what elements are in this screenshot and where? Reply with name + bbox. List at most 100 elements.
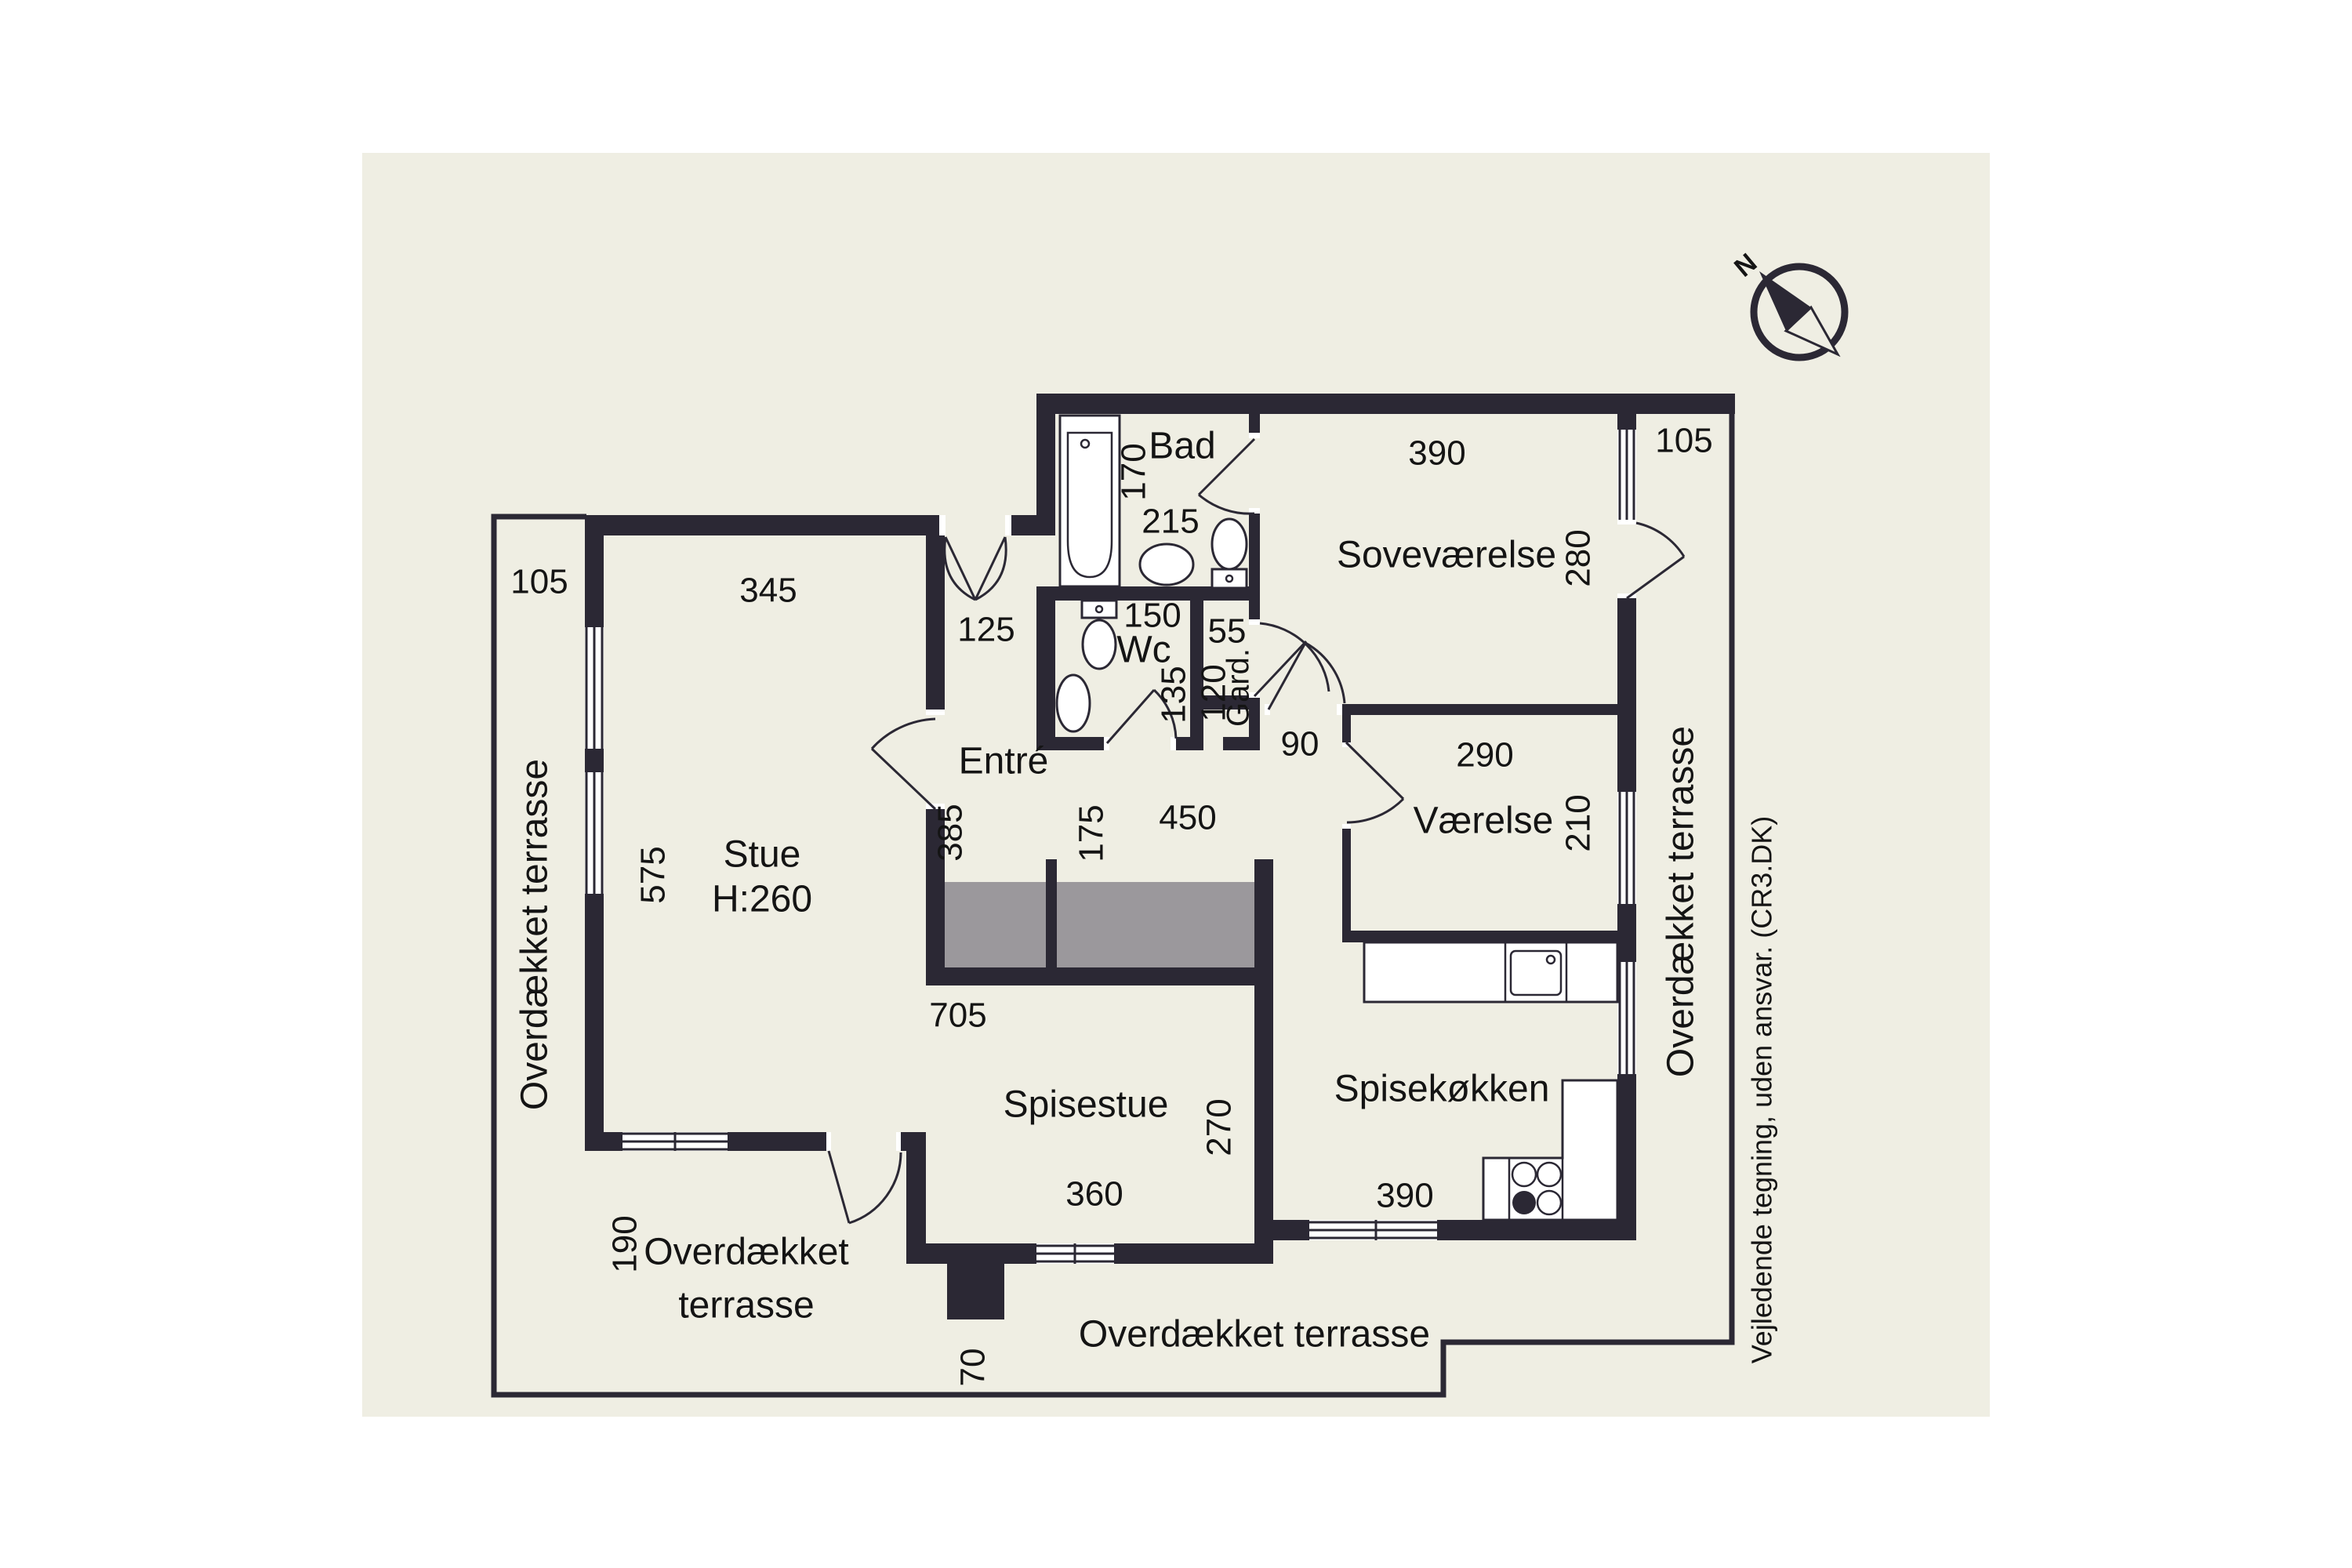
window [1617,962,1636,1074]
door-vaerelse [1345,741,1405,824]
door-sovevaerelse-terrace [1626,521,1686,600]
room-stue: Stue [724,834,801,876]
dim-280-sovevaerelse: 280 [1559,529,1598,586]
wall [906,1132,926,1264]
cabinet-divider-stub [1046,859,1057,967]
room-entre: Entré [959,741,1049,782]
double-door-entre-terrace [943,536,1007,601]
door-opening [1617,521,1636,598]
wc-toilet [1080,599,1118,670]
wall [1342,829,1351,942]
dim-70-chimney: 70 [954,1348,993,1387]
door-gard [1253,622,1330,698]
door-stue-terrace [827,1150,902,1225]
dim-215-bad: 215 [1142,503,1199,541]
door-wc [1105,688,1178,744]
dim-210-vaerelse: 210 [1559,794,1598,851]
room-sovevaerelse: Soveværelse [1337,535,1556,576]
terrace-southwest-line2: terrasse [678,1285,814,1327]
compass-icon [1750,263,1849,361]
wall [926,809,945,967]
dim-135-wc: 135 [1155,666,1193,723]
terrace-east: Overdækket terrasse [1661,726,1702,1077]
dim-105-terrace-left: 105 [510,563,568,601]
wall [1223,737,1249,750]
dim-55-gard: 55 [1208,612,1247,651]
room-gard: Gard. [1221,648,1256,727]
stue-ceiling-height: H:260 [712,879,812,920]
wall [1036,586,1055,750]
window [1617,430,1636,520]
dim-170-bad: 170 [1115,443,1153,500]
wall [1036,394,1055,535]
wall [1342,704,1617,715]
window [585,627,604,749]
wall [926,515,945,715]
room-bad: Bad [1149,426,1215,467]
dim-175-hall: 175 [1073,804,1111,862]
wall [585,515,939,535]
wc-sink [1055,673,1091,733]
dim-705-spisestue: 705 [929,996,986,1035]
wall [1342,931,1617,942]
kitchen-sink [1509,949,1563,996]
wall [1036,737,1104,750]
dim-360-spisestue: 360 [1065,1175,1123,1214]
wall [926,967,1273,985]
wall [1249,698,1260,750]
kitchen-corner-counter [1482,1079,1619,1221]
drawing-paper [362,153,1990,1417]
room-spisestue: Spisestue [1004,1084,1169,1126]
windows-layer [585,430,1636,1264]
wall [1011,515,1055,535]
room-vaerelse: Værelse [1414,800,1554,842]
terrace-boundary-line [491,405,1735,1398]
dim-450-hall: 450 [1159,799,1216,837]
dim-290-vaerelse: 290 [1456,736,1513,775]
kitchen-counter [1363,941,1619,1004]
dim-190-terrace: 190 [606,1215,644,1272]
wall [1176,737,1190,750]
disclaimer: Vejledende tegning, uden ansvar. (CR3.DK… [1746,816,1778,1363]
dim-390-sovevaerelse: 390 [1408,434,1465,473]
room-wc: Wc [1116,630,1171,671]
dim-105-terrace-right: 105 [1655,422,1712,460]
bad-toilet [1210,517,1248,590]
wall [1254,859,1273,1264]
wall [1249,414,1260,433]
stove [1508,1156,1564,1221]
window [1036,1243,1114,1264]
room-spisekokken: Spisekøkken [1334,1069,1550,1110]
window [1309,1220,1437,1240]
bad-sink [1138,543,1195,586]
terrace-west: Overdækket terrasse [514,759,556,1110]
terrace-southwest-line1: Overdækket [644,1232,848,1273]
dim-150-wc: 150 [1123,597,1181,635]
doors-layer [827,437,1686,1225]
wall [1342,704,1351,742]
wall [1249,514,1260,619]
dim-345-stue: 345 [739,572,797,610]
window [1617,792,1636,904]
chimney [947,1264,1004,1319]
door-stue-entre [870,717,937,811]
dim-270-spisestue: 270 [1200,1098,1239,1156]
wall [1190,695,1260,710]
terrace-south: Overdækket terrasse [1079,1314,1430,1356]
dim-90-sovevaerelse-door: 90 [1281,725,1319,764]
door-bad [1197,437,1256,515]
dim-125-entre-door: 125 [957,611,1014,649]
bathtub [1058,414,1121,588]
wall [1036,586,1260,601]
dim-390-spisekokken: 390 [1376,1177,1433,1215]
dim-120-gard: 120 [1195,664,1233,721]
wall [1036,394,1735,414]
gray-cabinet [945,882,1254,967]
window [585,772,604,894]
door-sovevaerelse [1267,641,1346,710]
fixtures-layer [1055,414,1619,1221]
window [622,1132,728,1151]
